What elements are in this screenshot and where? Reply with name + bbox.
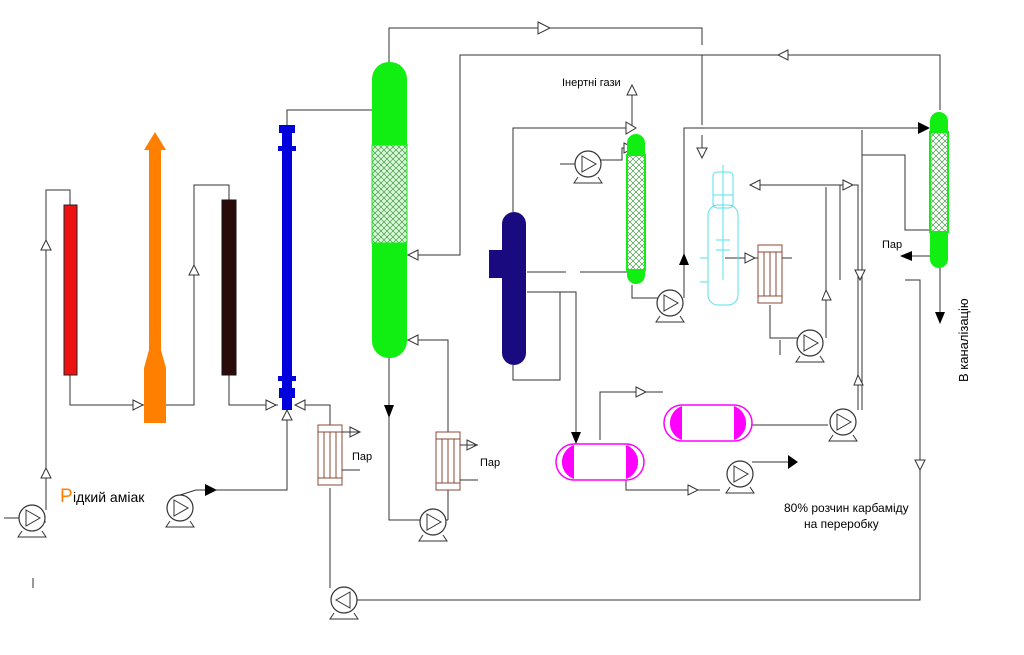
pump-reactor — [795, 329, 825, 363]
liquid-ammonia-label: ідкий аміак — [73, 489, 145, 505]
liquid-ammonia-label-initial: Р — [60, 486, 73, 507]
small-absorber — [626, 134, 646, 284]
pump-return — [329, 586, 359, 620]
tank-upper — [663, 404, 753, 442]
pump-absorber-bottom — [655, 289, 685, 323]
heat-exchanger-2 — [435, 431, 478, 491]
to-sewer-label: В каналізацію — [956, 298, 971, 382]
steam-label-1: Пар — [352, 451, 372, 463]
steam-label-2: Пар — [480, 457, 500, 469]
product-label-line1: 80% розчин карбаміду — [784, 501, 909, 515]
pump-feed — [4, 504, 47, 538]
blue-column — [278, 125, 296, 410]
heat-exchanger-1 — [317, 424, 360, 486]
pump-green-bottom — [418, 508, 448, 542]
orange-column — [144, 132, 166, 423]
navy-separator — [489, 212, 526, 365]
pump-absorber-top — [560, 150, 603, 184]
dark-column — [221, 199, 237, 376]
steam-label-3: Пар — [882, 239, 902, 251]
pump-ammonia — [165, 489, 197, 528]
right-absorber — [929, 112, 949, 268]
cyan-reactor — [700, 165, 739, 306]
inert-gases-label: Інертні гази — [562, 77, 621, 89]
heat-exchanger-3 — [757, 244, 792, 304]
product-label-line2: на переробку — [804, 517, 879, 531]
red-column — [63, 204, 78, 376]
pump-tank-upper — [828, 408, 858, 442]
piping — [32, 27, 941, 601]
pump-product — [725, 460, 755, 494]
tank-lower — [555, 443, 645, 481]
main-green-column — [371, 62, 408, 358]
